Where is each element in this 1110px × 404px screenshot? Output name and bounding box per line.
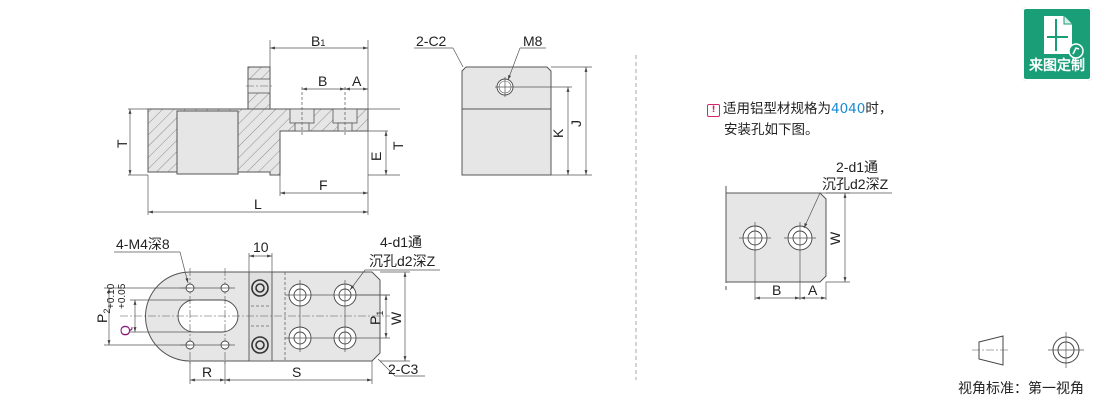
dim-R: R [202, 364, 212, 380]
side-section-view: B1 B A T E T F L [114, 33, 406, 215]
dim-A: A [352, 73, 362, 89]
callout-counterbore: 沉孔d2深Z [369, 253, 436, 269]
detail-dim-B: B [772, 282, 781, 298]
dim-W: W [388, 311, 404, 325]
mounting-note: !适用铝型材规格为4040时， 安装孔如下图。 [707, 99, 892, 141]
profile-size-highlight: 4040 [831, 101, 866, 117]
tol-lower: +0.05 [117, 283, 128, 309]
custom-drawing-button[interactable]: 来图定制 [1022, 7, 1092, 81]
detail-dim-W: W [827, 231, 843, 245]
alert-icon: ! [707, 104, 720, 117]
callout-2-C3: 2-C3 [388, 361, 419, 377]
dim-L: L [254, 196, 262, 212]
dim-S: S [292, 364, 301, 380]
callout-4-M4: 4-M4深8 [116, 236, 170, 252]
dim-Q: Q [117, 325, 133, 336]
end-view: K J 2-C2 M8 [414, 33, 592, 176]
dim-T-right: T [390, 141, 406, 150]
dim-P2: P2 [94, 309, 112, 323]
first-angle-projection-icon [972, 332, 1084, 368]
dim-T-left: T [114, 139, 130, 148]
detail-callout-counterbore: 沉孔d2深Z [822, 176, 889, 192]
detail-view-4040: B A W 2-d1通 沉孔d2深Z [725, 159, 892, 300]
note-line-1: !适用铝型材规格为4040时， [707, 99, 892, 120]
top-view: 10 P2 Q +0.10 +0.05 P1 W R S 4-M4深8 4-d1… [94, 234, 440, 384]
dim-B1: B1 [311, 33, 325, 49]
dim-B: B [318, 73, 327, 89]
dim-F: F [319, 177, 328, 193]
dim-K: K [550, 128, 566, 138]
section-window [176, 110, 239, 175]
custom-drawing-label: 来图定制 [1029, 58, 1085, 74]
dim-J: J [568, 120, 584, 127]
custom-drawing-icon [1044, 16, 1084, 59]
dim-10: 10 [253, 239, 269, 255]
tol-upper: +0.10 [106, 283, 117, 309]
callout-2-C2: 2-C2 [416, 33, 447, 49]
view-standard-label: 视角标准：第一视角 [958, 381, 1084, 397]
callout-M8: M8 [523, 33, 543, 49]
callout-4-d1: 4-d1通 [380, 234, 422, 250]
note-line-2: 安装孔如下图。 [724, 122, 819, 138]
dim-P1: P1 [367, 311, 385, 325]
detail-callout-2-d1: 2-d1通 [836, 159, 878, 175]
clamp-screws [251, 279, 269, 354]
dim-E: E [368, 152, 384, 161]
detail-dim-A: A [808, 282, 818, 298]
